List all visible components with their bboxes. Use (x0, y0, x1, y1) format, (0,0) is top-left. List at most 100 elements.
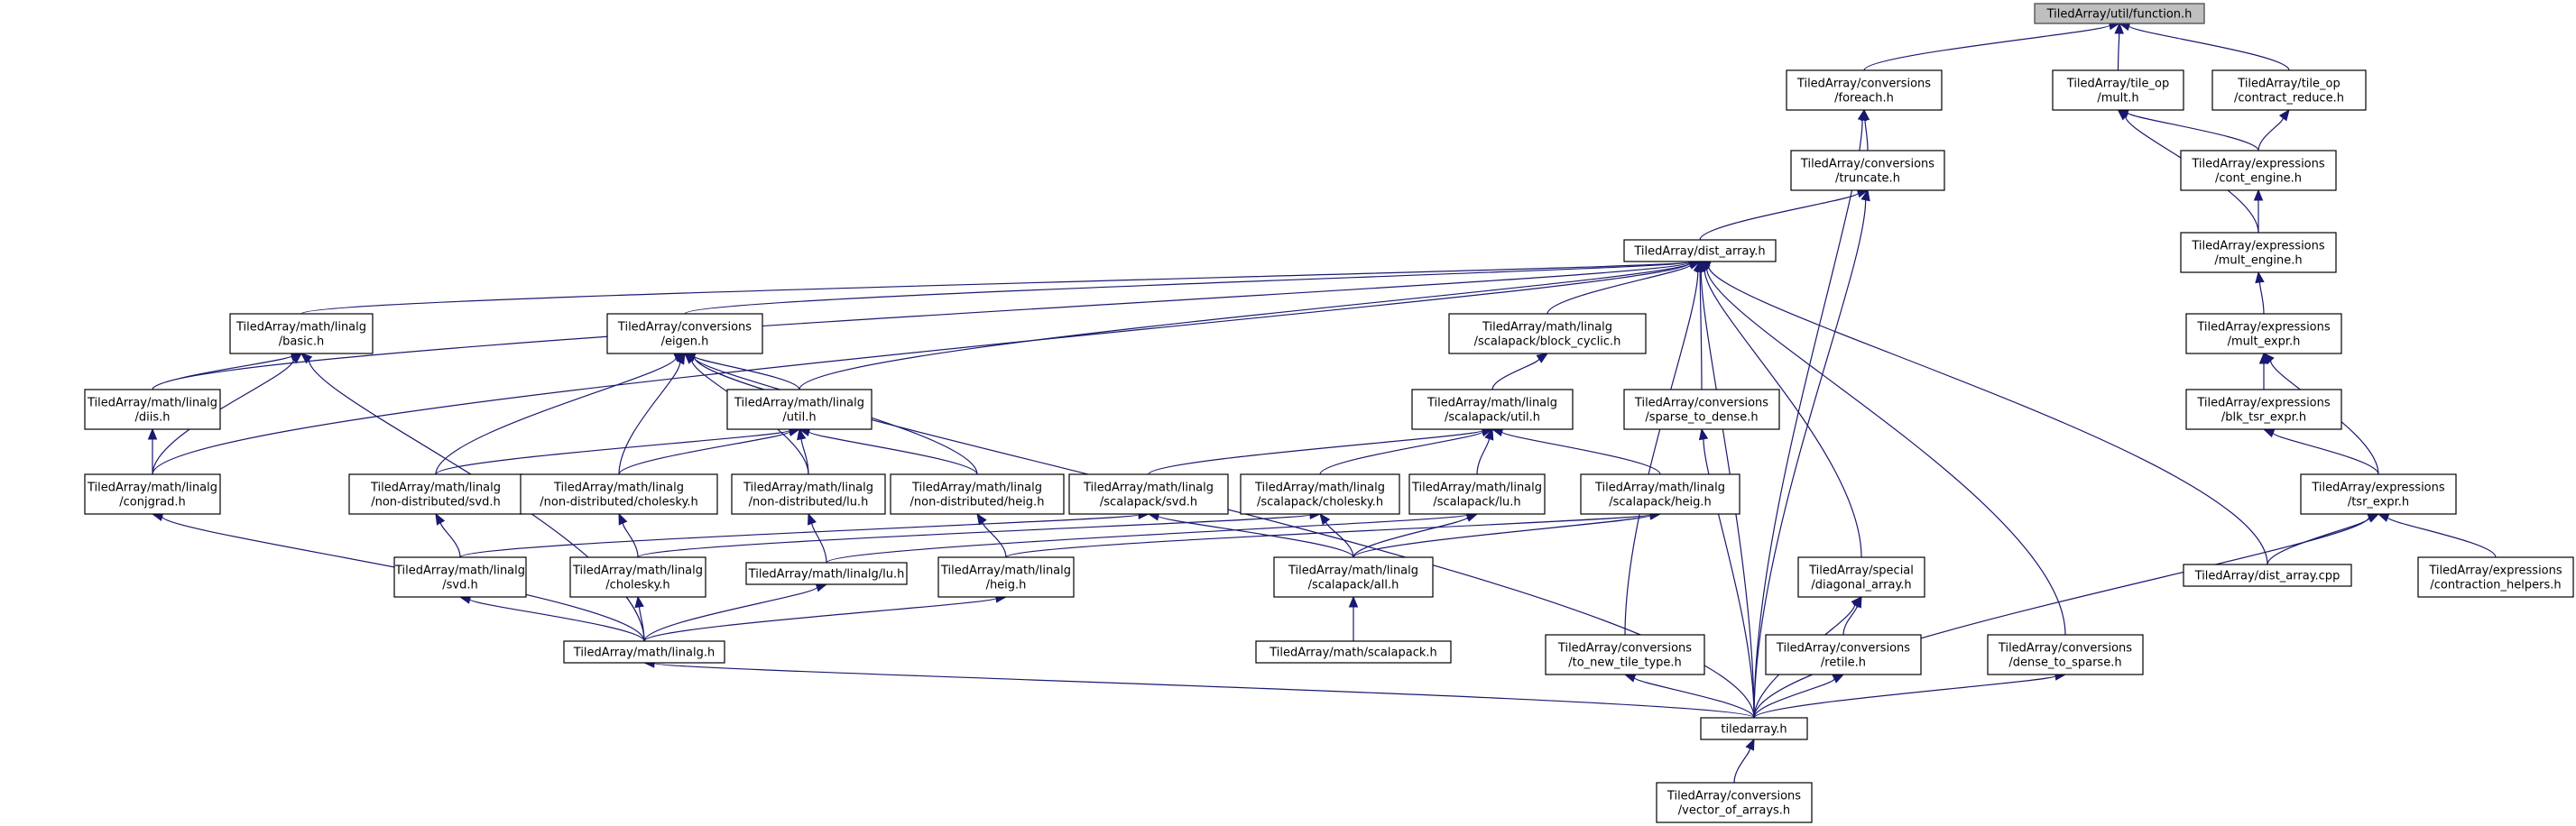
node-box (937, 556, 1075, 598)
edge-n35-to-n27 (458, 594, 645, 642)
node-box (2300, 473, 2457, 515)
edge-n36-to-n31 (1348, 595, 1359, 641)
node-box (520, 473, 718, 515)
graph-node[interactable]: TiledArray/conversions/sparse_to_dense.h (1623, 389, 1780, 430)
arrow-head-icon (1851, 596, 1862, 609)
node-label: /sparse_to_dense.h (1645, 411, 1758, 425)
edge-n29-to-n20 (808, 512, 827, 564)
graph-node[interactable]: TiledArray/conversions/vector_of_arrays.… (1656, 782, 1813, 823)
graph-node[interactable]: TiledArray/math/linalg/basic.h (229, 313, 374, 354)
graph-node[interactable]: TiledArray/expressions/tsr_expr.h (2300, 473, 2457, 515)
graph-node[interactable]: TiledArray/math/linalg/util.h (726, 389, 873, 430)
graph-node[interactable]: TiledArray/math/linalg/heig.h (937, 556, 1075, 598)
node-box (1700, 717, 1808, 740)
graph-node[interactable]: TiledArray/expressions/mult_expr.h (2185, 313, 2342, 354)
graph-node[interactable]: TiledArray/math/linalg/diis.h (84, 389, 221, 430)
graph-node[interactable]: TiledArray/math/linalg/non-distributed/h… (890, 473, 1065, 515)
graph-node[interactable]: TiledArray/conversions/dense_to_sparse.h (1987, 634, 2144, 675)
node-box (1448, 313, 1647, 354)
graph-node[interactable]: TiledArray/math/linalg/scalapack/heig.h (1580, 473, 1740, 515)
edge-n2-to-n0 (2114, 22, 2124, 71)
graph-node[interactable]: TiledArray/conversions/truncate.h (1790, 150, 1945, 191)
node-label: /mult_engine.h (2214, 254, 2302, 268)
graph-node[interactable]: TiledArray/math/linalg/cholesky.h (569, 556, 706, 598)
node-label: /non-distributed/lu.h (749, 496, 869, 509)
graph-node[interactable]: TiledArray/math/scalapack.h (1255, 640, 1452, 664)
arrow-head-icon (1832, 674, 1845, 684)
graph-node[interactable]: TiledArray/expressions/mult_engine.h (2180, 232, 2337, 273)
node-label: TiledArray/math/linalg (1411, 482, 1542, 495)
edge-n21-to-n13 (798, 427, 978, 475)
arrow-head-icon (147, 427, 158, 440)
graph-node[interactable]: TiledArray/dist_array.cpp (2183, 564, 2352, 587)
nodes-layer: TiledArray/util/function.hTiledArray/con… (84, 3, 2574, 823)
graph-node[interactable]: TiledArray/math/linalg/scalapack/lu.h (1408, 473, 1546, 515)
node-label: TiledArray/math/linalg (940, 564, 1071, 578)
node-label: /dense_to_sparse.h (2008, 656, 2121, 670)
edge-n35-to-n28 (634, 595, 645, 642)
edge-n40-to-n39 (1753, 671, 2067, 719)
node-label: /scalapack/all.h (1308, 579, 1399, 592)
node-box (1273, 556, 1434, 598)
node-box (1656, 782, 1813, 823)
node-label: /retile.h (1821, 656, 1866, 670)
node-box (1987, 634, 2144, 675)
graph-node[interactable]: TiledArray/math/linalg/svd.h (393, 556, 527, 598)
graph-node[interactable]: TiledArray/conversions/foreach.h (1786, 69, 1943, 111)
node-label: /to_new_tile_type.h (1568, 656, 1682, 670)
graph-node[interactable]: TiledArray/math/linalg.h (563, 640, 725, 664)
edge-n33-to-n6 (1698, 261, 2268, 565)
node-label: TiledArray/special (1808, 564, 1914, 578)
node-box (1765, 634, 1922, 675)
root-node[interactable]: TiledArray/util/function.h (2034, 3, 2205, 24)
arrow-head-icon (618, 512, 628, 526)
edge-n17-to-n12 (147, 427, 158, 475)
node-label: TiledArray/math/linalg/lu.h (748, 568, 905, 582)
graph-node[interactable]: TiledArray/math/linalg/scalapack/svd.h (1068, 473, 1229, 515)
edge-n14-to-n10 (1491, 353, 1549, 390)
edge-n23-to-n14 (1319, 427, 1494, 475)
graph-node[interactable]: TiledArray/math/linalg/lu.h (745, 562, 908, 585)
graph-node[interactable]: tiledarray.h (1700, 717, 1808, 740)
edge-n33-to-n26 (2267, 513, 2380, 565)
graph-node[interactable]: TiledArray/math/linalg/scalapack/block_c… (1448, 313, 1647, 354)
graph-node[interactable]: TiledArray/expressions/cont_engine.h (2180, 150, 2337, 191)
graph-node[interactable]: TiledArray/math/linalg/non-distributed/c… (520, 473, 718, 515)
graph-node[interactable]: TiledArray/math/linalg/scalapack/cholesk… (1240, 473, 1400, 515)
graph-node[interactable]: TiledArray/expressions/blk_tsr_expr.h (2185, 389, 2342, 430)
graph-node[interactable]: TiledArray/tile_op/contract_reduce.h (2211, 69, 2367, 111)
graph-node[interactable]: TiledArray/math/linalg/scalapack/all.h (1273, 556, 1434, 598)
node-label: TiledArray/dist_array.cpp (2194, 570, 2341, 583)
node-label: /non-distributed/heig.h (910, 496, 1045, 509)
node-box (1623, 239, 1777, 262)
edge-n18-to-n13 (435, 426, 801, 475)
node-label: TiledArray/math/linalg (1254, 482, 1385, 495)
arrow-head-icon (1484, 427, 1494, 441)
graph-node[interactable]: TiledArray/conversions/to_new_tile_type.… (1545, 634, 1705, 675)
graph-node[interactable]: TiledArray/math/linalg/scalapack/util.h (1411, 389, 1574, 430)
node-label: /mult.h (2097, 92, 2138, 106)
node-label: TiledArray/math/linalg (743, 482, 873, 495)
node-label: TiledArray/tile_op (2066, 78, 2169, 91)
node-label: TiledArray/conversions (1634, 397, 1768, 410)
graph-node[interactable]: TiledArray/tile_op/mult.h (2052, 69, 2184, 111)
node-label: TiledArray/conversions (1667, 790, 1801, 803)
arrow-head-icon (675, 352, 686, 365)
node-box (2034, 3, 2205, 24)
graph-node[interactable]: TiledArray/math/linalg/non-distributed/s… (348, 473, 523, 515)
node-box (1797, 556, 1925, 598)
node-label: /conjgrad.h (119, 496, 186, 509)
node-box (1786, 69, 1943, 111)
graph-node[interactable]: TiledArray/special/diagonal_array.h (1797, 556, 1925, 598)
graph-node[interactable]: TiledArray/conversions/retile.h (1765, 634, 1922, 675)
graph-node[interactable]: TiledArray/expressions/contraction_helpe… (2417, 556, 2574, 598)
node-box (2211, 69, 2367, 111)
graph-node[interactable]: TiledArray/math/linalg/conjgrad.h (84, 473, 221, 515)
node-box (1580, 473, 1740, 515)
graph-node[interactable]: TiledArray/math/linalg/non-distributed/l… (731, 473, 886, 515)
graph-node[interactable]: TiledArray/conversions/eigen.h (606, 313, 763, 354)
node-label: TiledArray/math/linalg (553, 482, 684, 495)
edges-layer (147, 20, 2497, 784)
graph-node[interactable]: TiledArray/dist_array.h (1623, 239, 1777, 262)
